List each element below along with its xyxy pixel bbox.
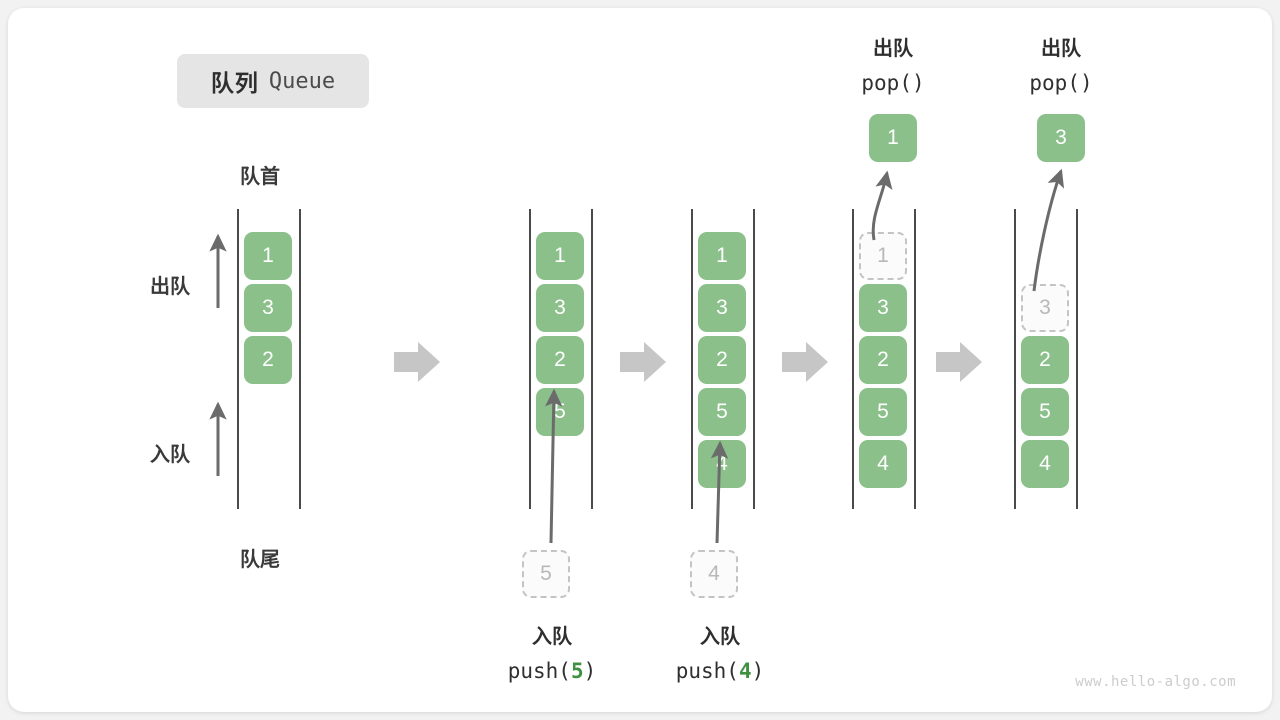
step-arrow-2 [620,342,666,382]
popped-cell: 1 [869,114,917,162]
queue-cell: 1 [536,232,584,280]
title-badge: 队列 Queue [177,54,369,108]
queue-cell: 2 [244,336,292,384]
pop-1-arrow [871,170,893,241]
queue-cell: 4 [859,440,907,488]
rail-left-col2 [529,209,531,509]
arrows-layer [209,168,1065,544]
push-5-cn: 入队 [532,626,572,648]
queue-cell: 5 [1021,388,1069,436]
rail-left-col5 [1014,209,1016,509]
rail-right-col2 [591,209,593,509]
popped-cell: 3 [1037,114,1085,162]
queue-head-label: 队首 [240,166,280,188]
title-english: Queue [268,68,336,94]
queue-cell: 2 [1021,336,1069,384]
push-4-cn: 入队 [700,626,740,648]
rail-right-col1 [299,209,301,509]
watermark: www.hello-algo.com [1075,674,1236,690]
floating-push-cell: 5 [522,550,570,598]
pop-1-label: 出队 pop() [813,32,973,100]
queue-cell: 5 [536,388,584,436]
queue-cell: 3 [244,284,292,332]
queue-cell: 1 [698,232,746,280]
step-arrow-4 [936,342,982,382]
pop-3-code: pop() [1029,71,1093,95]
queue-cell-ghost: 1 [859,232,907,280]
pop-3-label: 出队 pop() [981,32,1141,100]
pop-1-cn: 出队 [873,38,913,60]
rail-right-col5 [1076,209,1078,509]
queue-cell: 2 [859,336,907,384]
queue-cell: 4 [698,440,746,488]
queue-cell: 3 [859,284,907,332]
rail-left-col3 [691,209,693,509]
queue-cell: 2 [698,336,746,384]
rail-left-col4 [852,209,854,509]
dequeue-label: 出队 [150,276,190,298]
queue-cell: 5 [698,388,746,436]
pop-3-arrow [1032,168,1065,292]
rail-right-col3 [753,209,755,509]
queue-cell: 3 [698,284,746,332]
floating-push-cell: 4 [690,550,738,598]
push-4-label: 入队 push(4) [630,620,810,688]
queue-cell: 4 [1021,440,1069,488]
queue-tail-label: 队尾 [240,549,280,571]
queue-cell: 5 [859,388,907,436]
enqueue-label: 入队 [150,444,190,466]
rail-left-col1 [237,209,239,509]
push-5-label: 入队 push(5) [462,620,642,688]
queue-cell: 2 [536,336,584,384]
pop-1-code: pop() [861,71,925,95]
diagram-card: 队列 Queue 队首 队尾 出队 入队 1 3 2 1 3 2 5 5 入队 … [8,8,1272,712]
push-4-code: push(4) [675,659,765,683]
step-arrow-1 [394,342,440,382]
queue-cell: 1 [244,232,292,280]
step-arrow-3 [782,342,828,382]
queue-cell-ghost: 3 [1021,284,1069,332]
push-5-code: push(5) [507,659,597,683]
rail-right-col4 [914,209,916,509]
queue-cell: 3 [536,284,584,332]
pop-3-cn: 出队 [1041,38,1081,60]
title-chinese: 队列 [210,70,259,96]
